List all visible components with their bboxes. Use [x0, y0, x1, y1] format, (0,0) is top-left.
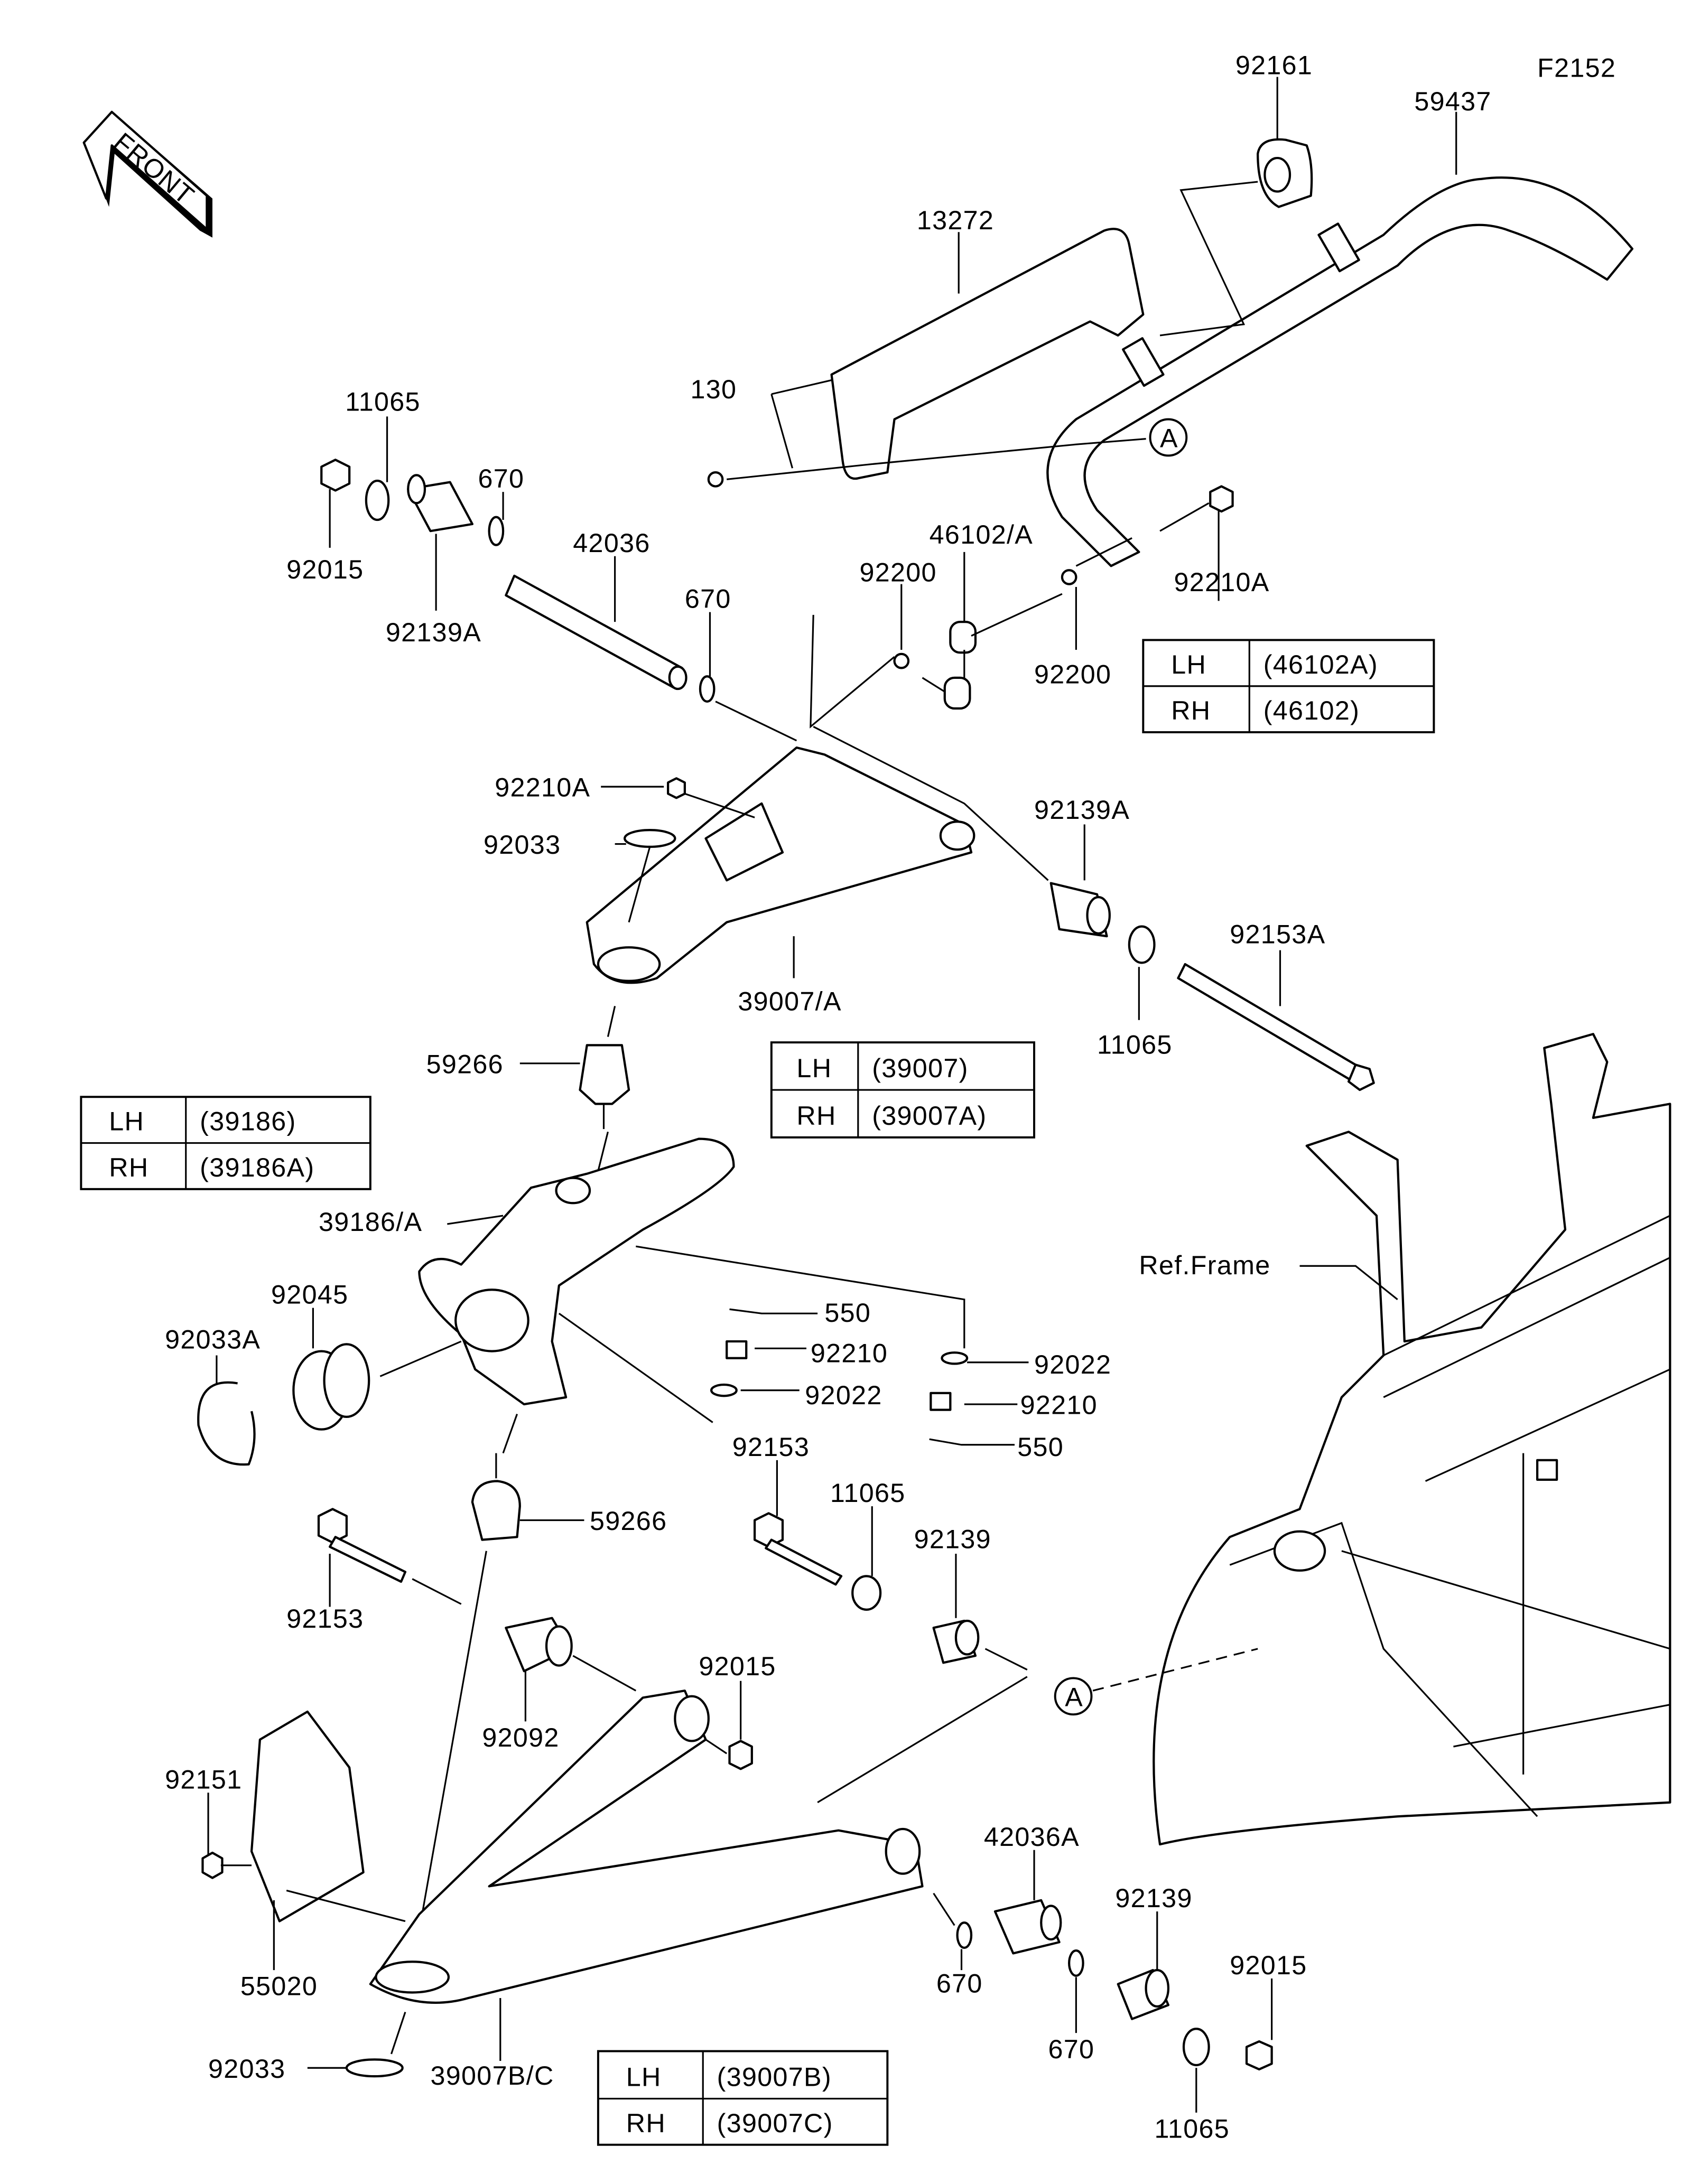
- part-label: 92153A: [1230, 919, 1325, 949]
- part-label: 42036: [573, 528, 650, 558]
- part-label: 92161: [1235, 50, 1313, 80]
- table-part: (39186): [200, 1107, 296, 1136]
- part-label: 92015: [286, 555, 364, 584]
- side-table-46102: LH (46102A) RH (46102): [1142, 639, 1435, 733]
- part-label: 92022: [1034, 1350, 1111, 1379]
- part-label: 92210A: [1174, 567, 1269, 597]
- part-label: 59437: [1414, 87, 1491, 116]
- bracket: [830, 228, 1145, 480]
- part-labels: 92161 59437 13272 130 11065 670 92015 92…: [165, 50, 1491, 2144]
- diagram-code: F2152: [1537, 53, 1616, 83]
- part-label: 11065: [1154, 2114, 1230, 2144]
- part-label: 11065: [345, 387, 421, 417]
- table-part: (39007A): [872, 1101, 987, 1131]
- part-label: 92139A: [386, 618, 481, 647]
- table-side: RH: [796, 1101, 836, 1131]
- part-label: 92139: [914, 1524, 991, 1554]
- part-label: 92200: [1034, 659, 1111, 689]
- part-label: 670: [936, 1968, 983, 1998]
- table-side: LH: [109, 1107, 144, 1136]
- front-arrow-label: FRONT: [108, 127, 200, 210]
- part-label: 92200: [859, 557, 936, 587]
- part-label: 92151: [165, 1765, 242, 1794]
- part-label: 92210: [811, 1339, 888, 1368]
- table-part: (46102): [1263, 696, 1360, 725]
- side-table-39007: LH (39007) RH (39007A): [770, 1041, 1036, 1138]
- table-part: (46102A): [1263, 650, 1378, 679]
- part-label: 92139A: [1034, 795, 1130, 825]
- part-label: 92033A: [165, 1324, 261, 1354]
- part-label: 59266: [590, 1506, 667, 1536]
- stabilizer-link: [922, 593, 1063, 710]
- front-arrow-icon: FRONT: [82, 110, 212, 238]
- table-side: LH: [1171, 650, 1206, 679]
- part-label: 130: [690, 375, 737, 404]
- reference-marker-a-top: A: [1160, 424, 1178, 453]
- part-label: 39007/A: [738, 986, 841, 1016]
- reference-marker-a-bottom: A: [1065, 1682, 1083, 1712]
- table-part: (39007C): [717, 2108, 833, 2138]
- part-label: 92033: [484, 830, 561, 860]
- table-part: (39007B): [717, 2062, 832, 2092]
- upper-a-arm: [586, 746, 975, 984]
- vehicle-frame: [1153, 1033, 1671, 1846]
- part-label: 92092: [482, 1723, 559, 1752]
- part-label: 92015: [1230, 1950, 1307, 1980]
- part-label: 39186/A: [319, 1207, 422, 1237]
- part-label: 92210A: [495, 773, 590, 802]
- part-label: 11065: [1097, 1030, 1173, 1059]
- part-label: 670: [1048, 2034, 1094, 2064]
- table-side: LH: [796, 1053, 832, 1083]
- part-label: 11065: [830, 1478, 906, 1508]
- table-side: LH: [626, 2062, 662, 2092]
- side-table-39007b: LH (39007B) RH (39007C): [597, 2050, 889, 2146]
- part-label: 59266: [426, 1049, 504, 1079]
- part-label: 92045: [271, 1280, 348, 1310]
- part-label: 42036A: [984, 1822, 1080, 1852]
- part-label: 92153: [732, 1432, 810, 1462]
- table-part: (39007): [872, 1053, 968, 1083]
- part-label: 39007B/C: [431, 2061, 554, 2090]
- part-label: 92022: [805, 1380, 882, 1410]
- stabilizer-bar: [1046, 138, 1634, 567]
- part-label: 550: [1017, 1432, 1064, 1462]
- side-table-39186: LH (39186) RH (39186A): [80, 1096, 371, 1190]
- part-label: 46102/A: [930, 520, 1033, 549]
- part-label: 670: [478, 464, 524, 493]
- steering-knuckle: [418, 1137, 735, 1406]
- ref-frame-label: Ref.Frame: [1139, 1250, 1270, 1280]
- part-label: 92153: [286, 1604, 364, 1634]
- lower-a-arm: [369, 1690, 924, 2004]
- part-label: 670: [685, 584, 731, 614]
- part-label: 92139: [1115, 1883, 1192, 1913]
- table-side: RH: [109, 1153, 148, 1182]
- part-label: 13272: [917, 206, 994, 235]
- part-label: 550: [824, 1298, 871, 1328]
- table-side: RH: [626, 2108, 666, 2138]
- table-part: (39186A): [200, 1153, 314, 1182]
- part-label: 92015: [699, 1651, 776, 1681]
- table-side: RH: [1171, 696, 1211, 725]
- part-label: 92033: [208, 2054, 285, 2084]
- part-label: 55020: [240, 1972, 318, 2001]
- part-label: 92210: [1020, 1390, 1098, 1420]
